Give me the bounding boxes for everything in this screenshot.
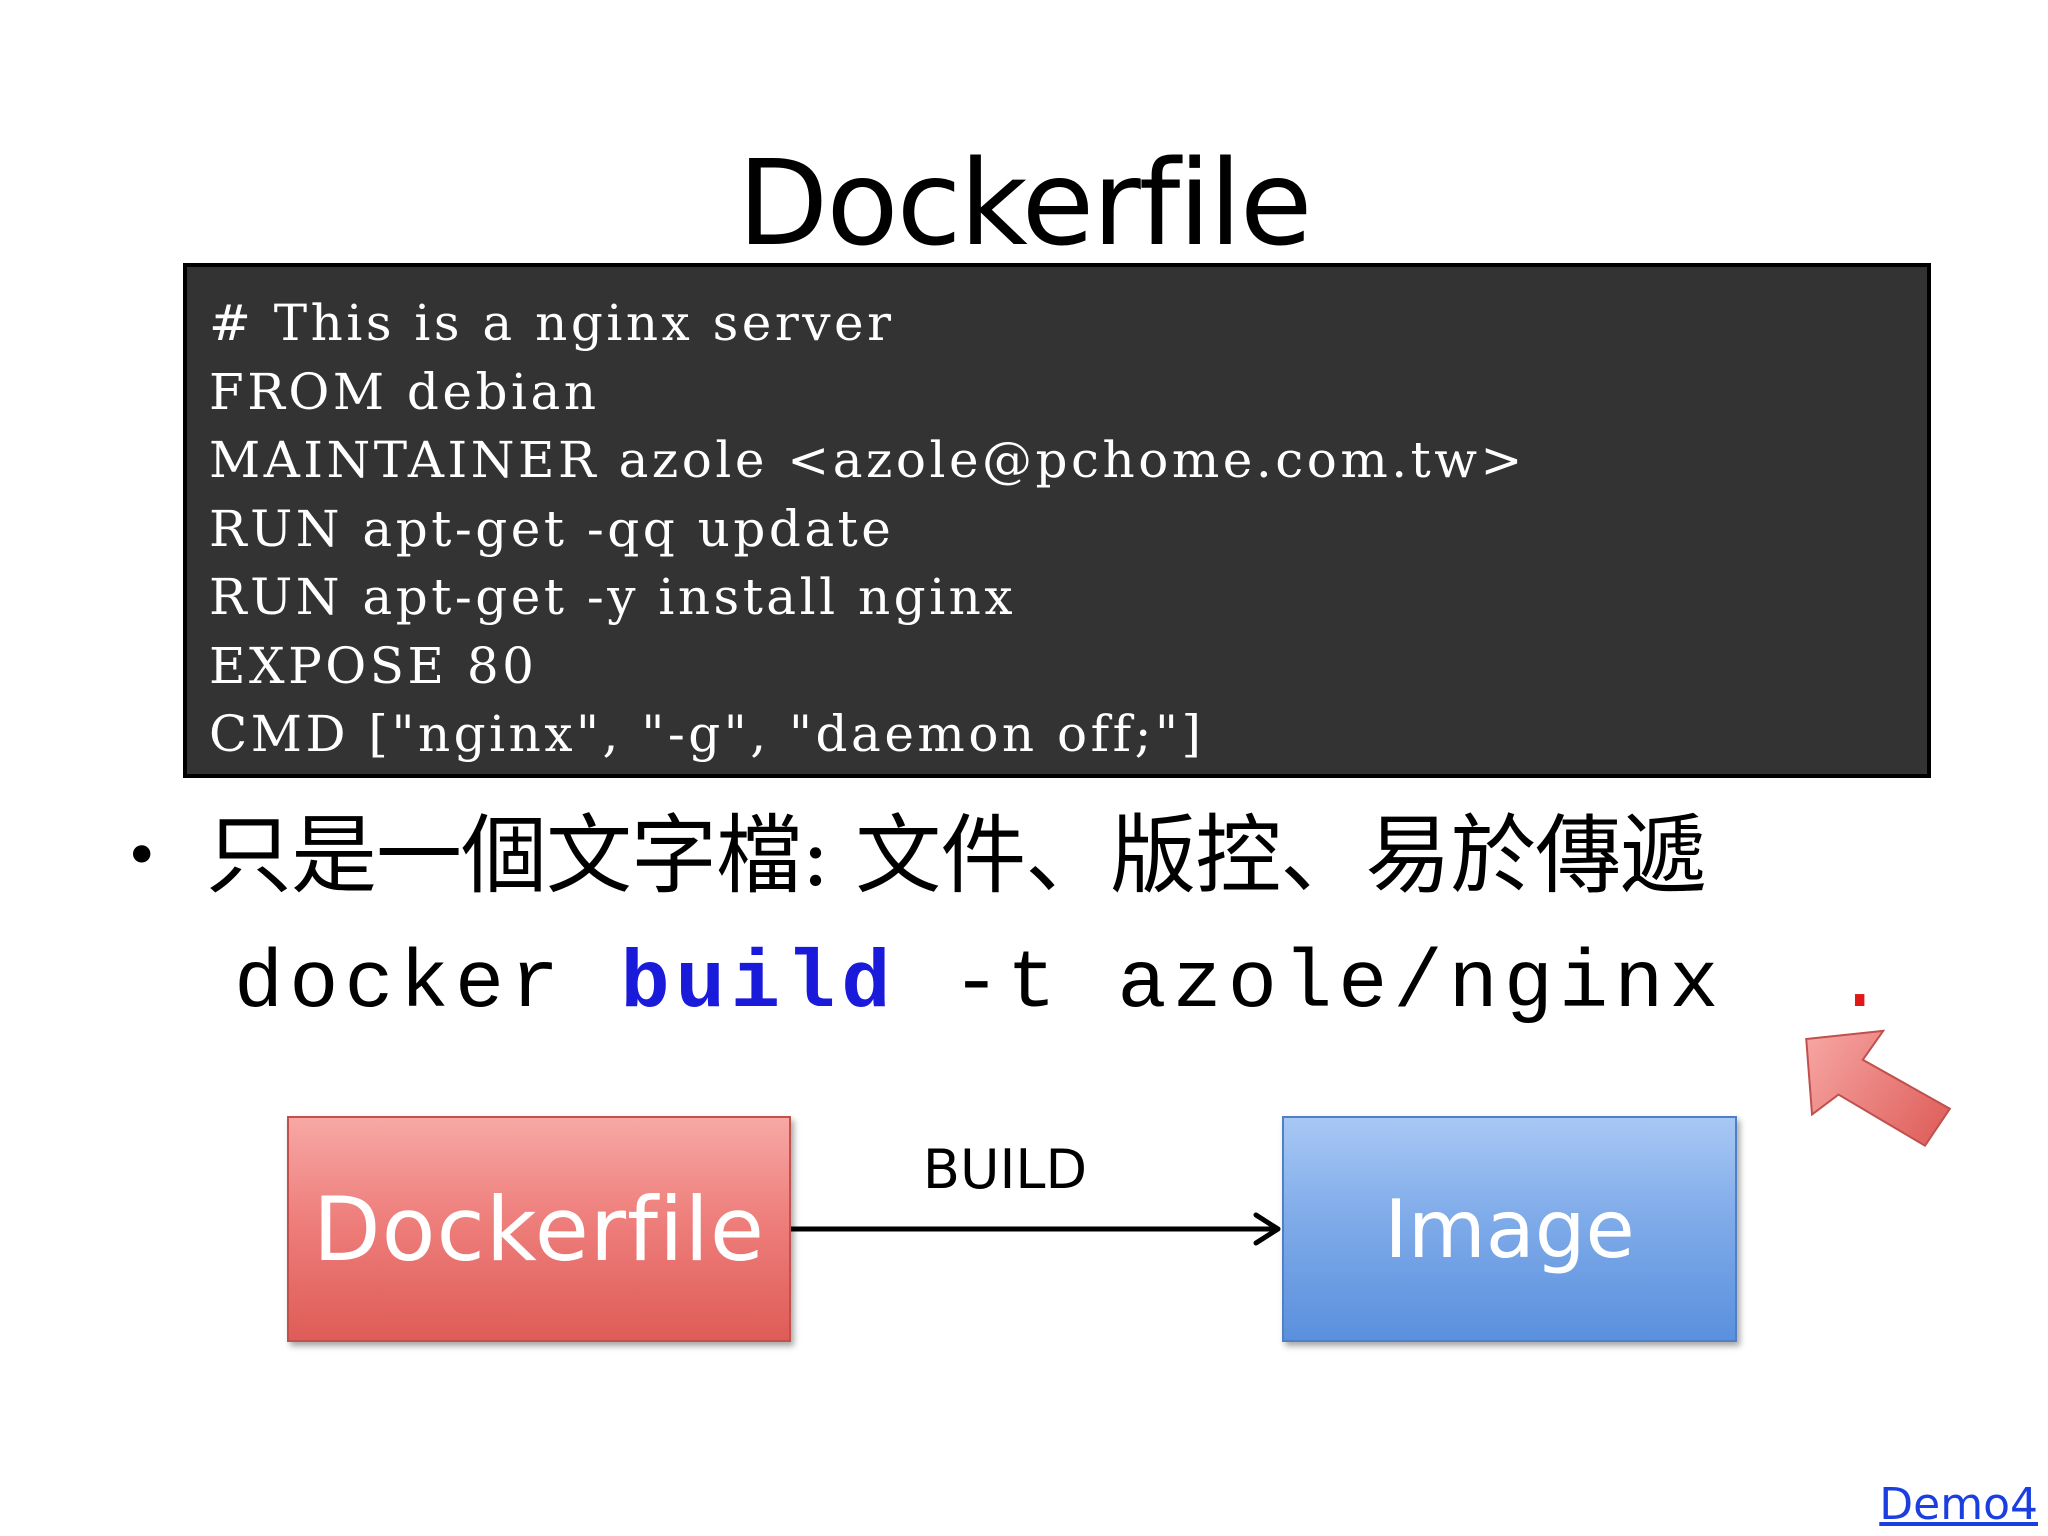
- dockerfile-box-label: Dockerfile: [312, 1177, 766, 1281]
- code-line: RUN apt-get -qq update: [209, 499, 895, 558]
- bullet-text: 只是一個文字檔: 文件、版控、易於傳遞: [206, 806, 1706, 906]
- build-arrow-label: BUILD: [922, 1138, 1088, 1201]
- command-context-dot: .: [1835, 938, 1891, 1031]
- docker-build-command: docker build -t azole/nginx .: [234, 930, 1890, 1040]
- code-line: CMD ["nginx", "-g", "daemon off;"]: [209, 705, 1205, 763]
- slide-title: Dockerfile: [737, 134, 1313, 272]
- image-box: Image: [1282, 1116, 1737, 1342]
- command-docker: docker: [234, 938, 621, 1031]
- build-arrow: [791, 1212, 1281, 1246]
- command-args: -t azole/nginx: [896, 938, 1836, 1031]
- bullet-item: • 只是一個文字檔: 文件、版控、易於傳遞: [124, 806, 1706, 906]
- bullet-dot: •: [124, 821, 160, 891]
- code-line: RUN apt-get -y install nginx: [209, 568, 1017, 626]
- code-line: MAINTAINER azole <azole@pchome.com.tw>: [209, 431, 1526, 489]
- code-block: # This is a nginx server FROM debian MAI…: [183, 263, 1931, 778]
- code-line: EXPOSE 80: [209, 636, 538, 695]
- code-line: # This is a nginx server: [209, 294, 895, 352]
- demo-link[interactable]: Demo4: [1879, 1479, 2038, 1530]
- code-line: FROM debian: [209, 362, 600, 421]
- command-build-keyword: build: [620, 938, 897, 1031]
- dockerfile-box: Dockerfile: [287, 1116, 791, 1342]
- image-box-label: Image: [1384, 1182, 1635, 1276]
